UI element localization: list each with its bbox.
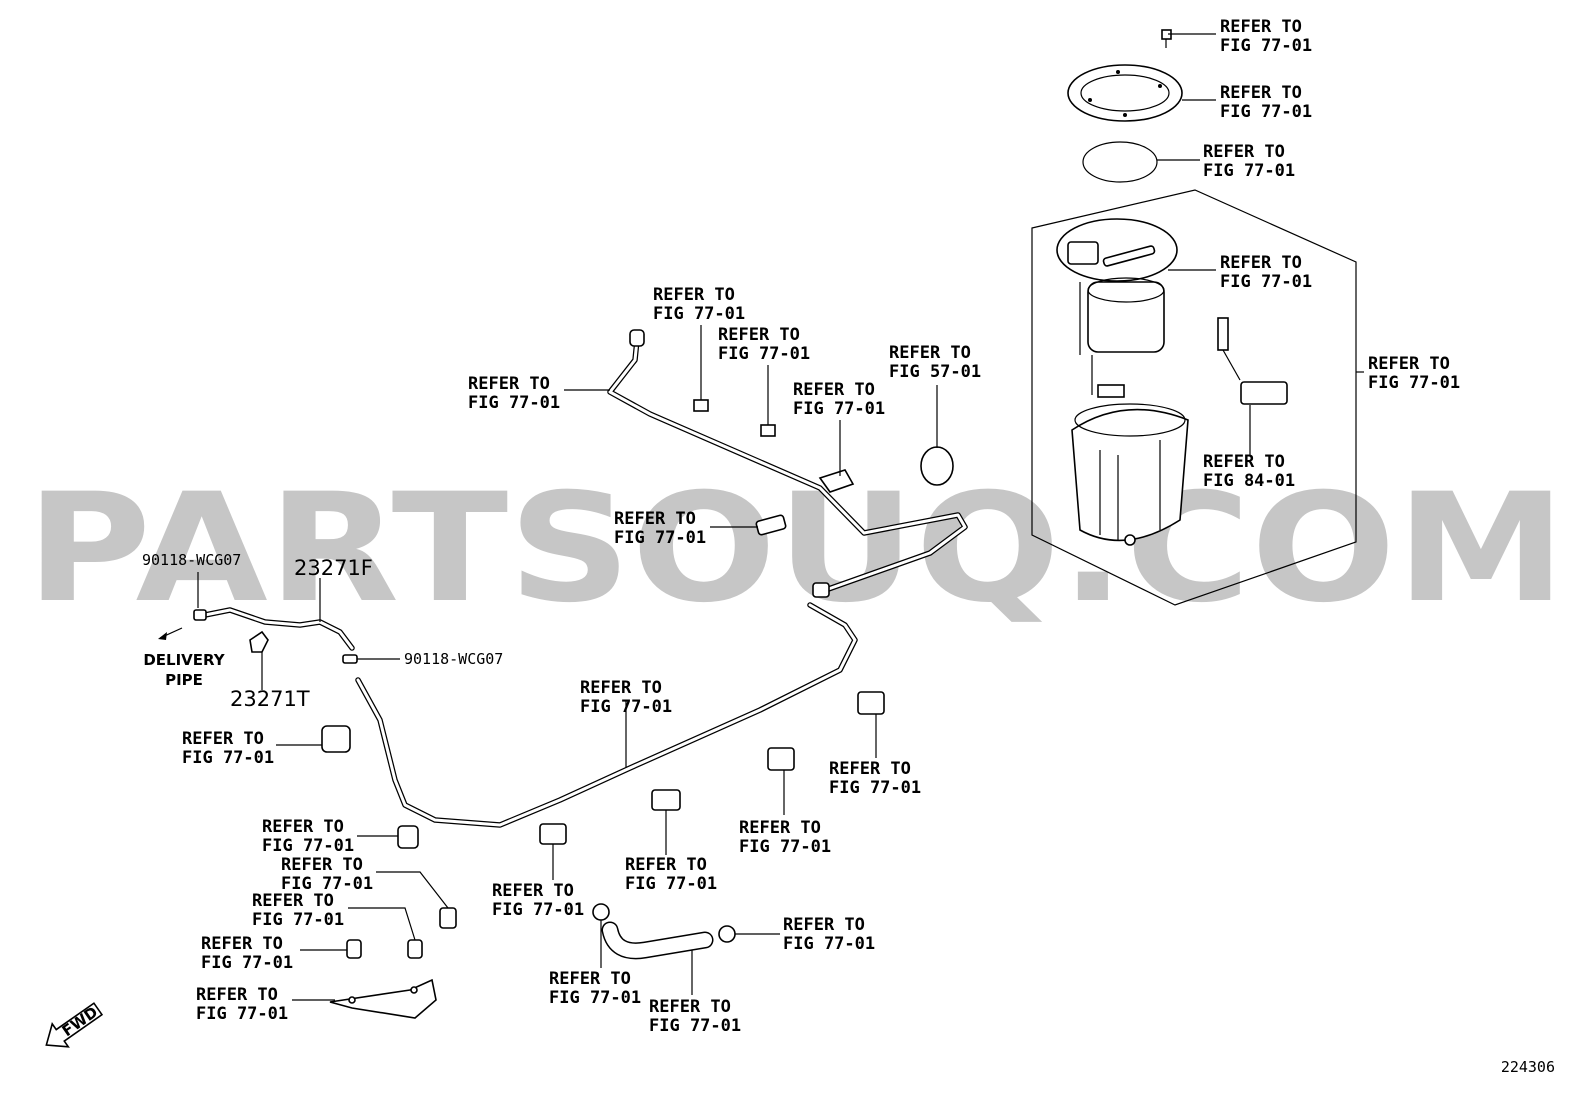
bolt-2 [760,410,776,437]
leader-lines [197,33,1364,1001]
screw-top [1161,29,1172,48]
gasket-ring [1082,141,1158,183]
clamp-d [651,789,681,811]
clip-left-shape [193,609,207,621]
bolt-1 [693,380,709,412]
breather-hose [601,921,714,960]
fwd-arrow-icon: FWD [45,1002,104,1048]
part-clip-left: 90118-WCG07 [142,551,241,569]
sub-tank [1071,403,1189,546]
clamp-c [539,823,567,845]
part-clip-right: 90118-WCG07 [404,650,503,668]
assembly-outline [1031,189,1357,606]
clip-right-shape [342,654,358,664]
pump-module [1056,218,1288,405]
clamp-i [346,939,362,959]
clamp-e [767,747,795,771]
clamp-g [439,907,457,929]
diagram-number: 224306 [1501,1058,1555,1076]
lower-fuel-pipe [355,602,858,828]
clamp-f [857,691,885,715]
bottom-bracket [329,978,437,1019]
clamp-b [397,825,419,849]
bracket-clamp [818,469,855,493]
grommet [920,446,954,486]
pipe-clamp-upper [755,514,787,536]
upper-fuel-pipe [607,329,968,598]
part-hose-tube: 23271T [230,687,310,711]
watermark-text: PARTSOUQ.COM [26,462,1566,636]
tube-part [249,630,269,653]
retainer-ring [1067,64,1183,122]
part-hose-main: 23271F [294,556,373,580]
clamp-a [321,725,351,753]
hose-clamp-2 [718,925,736,943]
hose-clamp-1 [592,903,610,921]
fuel-pump-assembly [1031,29,1357,606]
clamp-h [407,939,423,959]
